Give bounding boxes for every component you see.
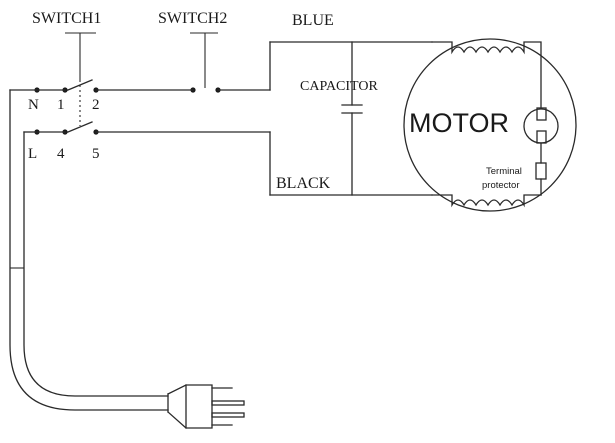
terminal-n-label: N — [28, 97, 39, 113]
switch1 — [34, 32, 99, 135]
terminal-protector-label-1: Terminal — [486, 166, 522, 177]
terminal-5-label: 5 — [92, 146, 100, 162]
terminal-protector-label-2: protector — [482, 180, 520, 191]
motor — [403, 38, 577, 212]
capacitor-label: CAPACITOR — [300, 79, 378, 94]
terminal-4-label: 4 — [57, 146, 65, 162]
wiring — [9, 41, 433, 411]
terminal-1-label: 1 — [57, 97, 65, 113]
switch2-label: SWITCH2 — [158, 10, 227, 27]
switch2 — [190, 32, 221, 93]
blue-wire-label: BLUE — [292, 12, 334, 29]
switch1-label: SWITCH1 — [32, 10, 101, 27]
terminal-2-label: 2 — [92, 97, 100, 113]
terminal-l-label: L — [28, 146, 37, 162]
black-wire-label: BLACK — [276, 175, 331, 192]
plug — [167, 384, 245, 429]
motor-label: MOTOR — [409, 108, 509, 138]
